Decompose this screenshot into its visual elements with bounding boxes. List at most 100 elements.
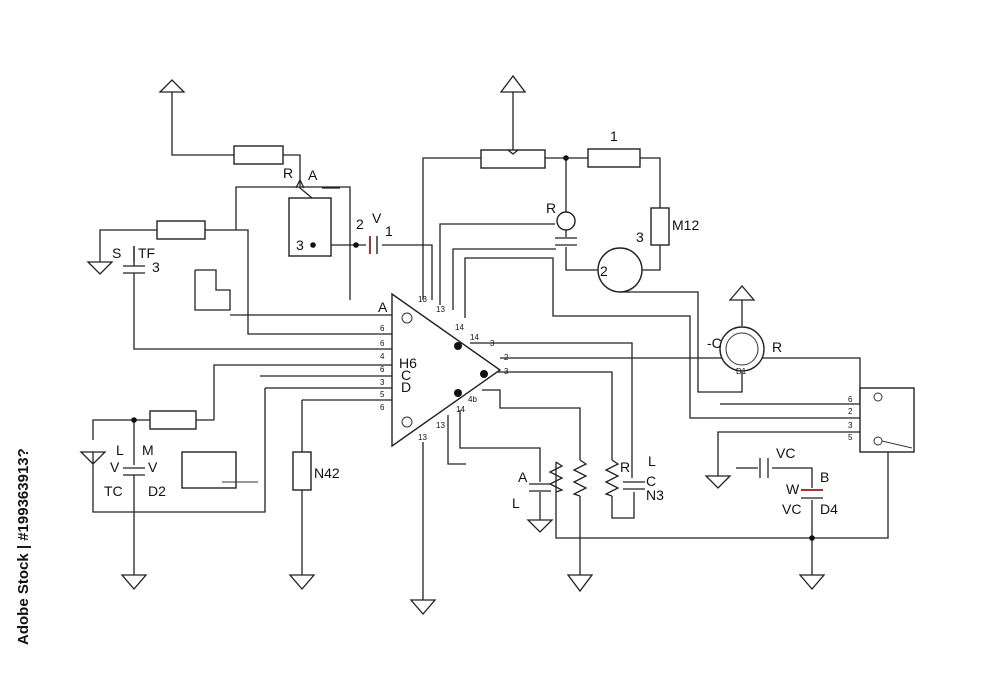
relay-box bbox=[288, 197, 332, 257]
chip-pin-labels: 6 6 4 6 3 5 6 13 13 14 14 3 2 3 4b 14 13… bbox=[380, 295, 509, 442]
sensor-icon bbox=[719, 326, 765, 372]
ground-icon bbox=[566, 574, 594, 593]
label-l-bot: L bbox=[512, 495, 520, 511]
svg-text:14: 14 bbox=[455, 323, 464, 332]
resistor-zigzag-icon bbox=[572, 459, 588, 497]
label-cap-v: V bbox=[372, 210, 382, 226]
label-m12-3: 3 bbox=[636, 229, 644, 245]
arrow-up-icon bbox=[728, 285, 756, 301]
capacitor-icon bbox=[801, 489, 823, 499]
label-tf-3: 3 bbox=[152, 259, 160, 275]
label-v-left2: V bbox=[148, 459, 158, 475]
ground-icon bbox=[288, 574, 316, 590]
resistor-icon bbox=[587, 148, 641, 168]
label-n42: N42 bbox=[314, 465, 340, 481]
label-d-chip: D bbox=[401, 379, 411, 395]
resistor-icon bbox=[292, 451, 312, 491]
label-m-left: M bbox=[142, 442, 154, 458]
svg-text:3: 3 bbox=[490, 339, 495, 348]
label-m12: M12 bbox=[672, 217, 699, 233]
ground-icon bbox=[120, 574, 148, 590]
label-motor-2: 2 bbox=[600, 263, 608, 279]
capacitor-icon bbox=[759, 458, 769, 478]
op-amp-chip bbox=[391, 292, 502, 448]
svg-text:4: 4 bbox=[380, 352, 385, 361]
svg-text:14: 14 bbox=[470, 333, 479, 342]
svg-text:3: 3 bbox=[848, 421, 853, 430]
ground-icon bbox=[79, 451, 107, 465]
capacitor-icon bbox=[369, 236, 378, 254]
label-l-left: L bbox=[116, 442, 124, 458]
ground-symbols bbox=[79, 74, 826, 615]
junctions bbox=[131, 155, 815, 541]
watermark-text: Adobe Stock | #199363913? bbox=[15, 448, 32, 645]
arrow-up-icon bbox=[499, 74, 527, 93]
label-tc: TC bbox=[104, 483, 123, 499]
components bbox=[123, 145, 915, 503]
label-l-bot2: L bbox=[648, 453, 656, 469]
svg-text:2: 2 bbox=[504, 353, 509, 362]
label-one-top: 1 bbox=[610, 128, 618, 144]
ground-icon bbox=[704, 475, 732, 489]
wires bbox=[92, 92, 889, 600]
label-c-right: -C bbox=[707, 335, 722, 351]
label-cap-1: 1 bbox=[385, 223, 393, 239]
label-d1: D1 bbox=[736, 367, 747, 376]
capacitor-icon bbox=[623, 481, 645, 490]
arrow-up-icon bbox=[158, 79, 186, 93]
svg-text:6: 6 bbox=[380, 403, 385, 412]
svg-text:4b: 4b bbox=[468, 395, 477, 404]
label-w: W bbox=[786, 481, 800, 497]
capacitor-icon bbox=[555, 237, 577, 246]
label-v-left1: V bbox=[110, 459, 120, 475]
label-a-top: A bbox=[308, 167, 318, 183]
label-d4: D4 bbox=[820, 501, 838, 517]
label-r-top: R bbox=[283, 165, 293, 181]
label-r-right: R bbox=[772, 339, 782, 355]
label-n3: N3 bbox=[646, 487, 664, 503]
transistor-icon bbox=[556, 211, 576, 231]
svg-text:3: 3 bbox=[380, 378, 385, 387]
svg-text:13: 13 bbox=[418, 433, 427, 442]
label-c-bot: C bbox=[646, 473, 656, 489]
potentiometer-icon bbox=[480, 149, 546, 169]
capacitor-icon bbox=[529, 483, 551, 492]
resistor-icon bbox=[233, 145, 284, 165]
svg-text:14: 14 bbox=[456, 405, 465, 414]
capacitor-icon bbox=[123, 467, 145, 503]
connector-pin-labels: 6 2 3 5 bbox=[848, 395, 853, 442]
resistor-zigzag-icon bbox=[548, 461, 564, 493]
ground-icon bbox=[409, 599, 437, 615]
resistor-zigzag-icon bbox=[604, 459, 620, 497]
label-cap-2: 2 bbox=[356, 216, 364, 232]
svg-text:6: 6 bbox=[380, 339, 385, 348]
svg-text:13: 13 bbox=[436, 305, 445, 314]
label-vc-top: VC bbox=[776, 445, 795, 461]
connector-block bbox=[859, 387, 915, 453]
svg-text:3: 3 bbox=[504, 367, 509, 376]
capacitor-icon bbox=[123, 246, 145, 282]
label-d2: D2 bbox=[148, 483, 166, 499]
resistor-icon bbox=[156, 220, 206, 240]
labels: R A 3 2 V 1 S TF 3 1 R M12 3 2 -C R D1 H… bbox=[104, 128, 838, 517]
svg-text:13: 13 bbox=[418, 295, 427, 304]
label-s: S bbox=[112, 245, 121, 261]
ground-icon bbox=[798, 574, 826, 590]
label-r-mid: R bbox=[546, 200, 556, 216]
resistor-icon bbox=[650, 207, 670, 246]
label-a-bot: A bbox=[518, 469, 528, 485]
label-h6: H6 bbox=[399, 355, 417, 371]
label-r-bot: R bbox=[620, 459, 630, 475]
label-c-chip: C bbox=[401, 367, 411, 383]
label-b: B bbox=[820, 469, 829, 485]
display-box bbox=[181, 451, 237, 489]
label-a-pin: A bbox=[378, 299, 388, 315]
svg-text:6: 6 bbox=[380, 365, 385, 374]
svg-text:6: 6 bbox=[380, 324, 385, 333]
ground-icon bbox=[526, 519, 554, 533]
label-tf: TF bbox=[138, 245, 155, 261]
ground-icon bbox=[86, 261, 114, 275]
svg-text:5: 5 bbox=[380, 390, 385, 399]
svg-text:6: 6 bbox=[848, 395, 853, 404]
